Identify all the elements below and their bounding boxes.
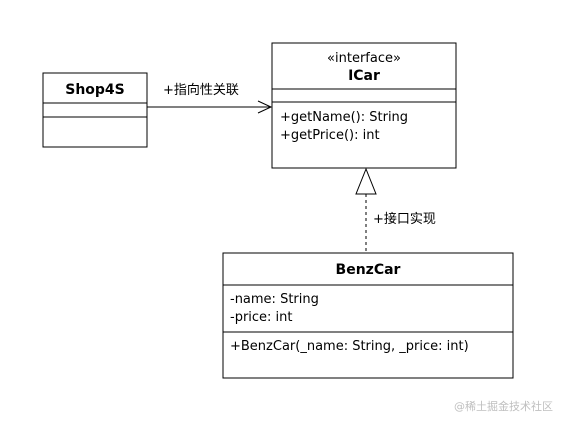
- interface-icar-stereotype: «interface»: [327, 51, 401, 66]
- association-arrowhead: [257, 100, 273, 114]
- class-benzcar-name: BenzCar: [336, 262, 401, 278]
- class-shop4s[interactable]: Shop4S: [42, 72, 148, 148]
- interface-icar[interactable]: «interface» ICar +getName(): String +get…: [271, 42, 457, 169]
- class-benzcar-box: [222, 252, 514, 379]
- interface-icar-name: ICar: [348, 68, 380, 84]
- interface-icar-method: +getPrice(): int: [280, 128, 380, 143]
- class-shop4s-box: [42, 72, 148, 148]
- class-benzcar-attribute: -price: int: [230, 310, 293, 325]
- class-benzcar-attribute: -name: String: [230, 292, 319, 307]
- interface-icar-box: [271, 42, 457, 169]
- realization-triangle-arrowhead: [355, 167, 377, 195]
- association-shop4s-icar[interactable]: +指向性关联: [147, 82, 273, 114]
- realization-label: +接口实现: [373, 211, 436, 227]
- interface-icar-method: +getName(): String: [280, 110, 408, 125]
- realization-benzcar-icar[interactable]: +接口实现: [355, 167, 436, 253]
- association-label: +指向性关联: [163, 82, 239, 98]
- class-benzcar-method: +BenzCar(_name: String, _price: int): [230, 339, 469, 354]
- class-benzcar[interactable]: BenzCar -name: String -price: int +BenzC…: [222, 252, 514, 379]
- watermark: @稀土掘金技术社区: [454, 399, 553, 413]
- class-shop4s-name: Shop4S: [65, 82, 125, 98]
